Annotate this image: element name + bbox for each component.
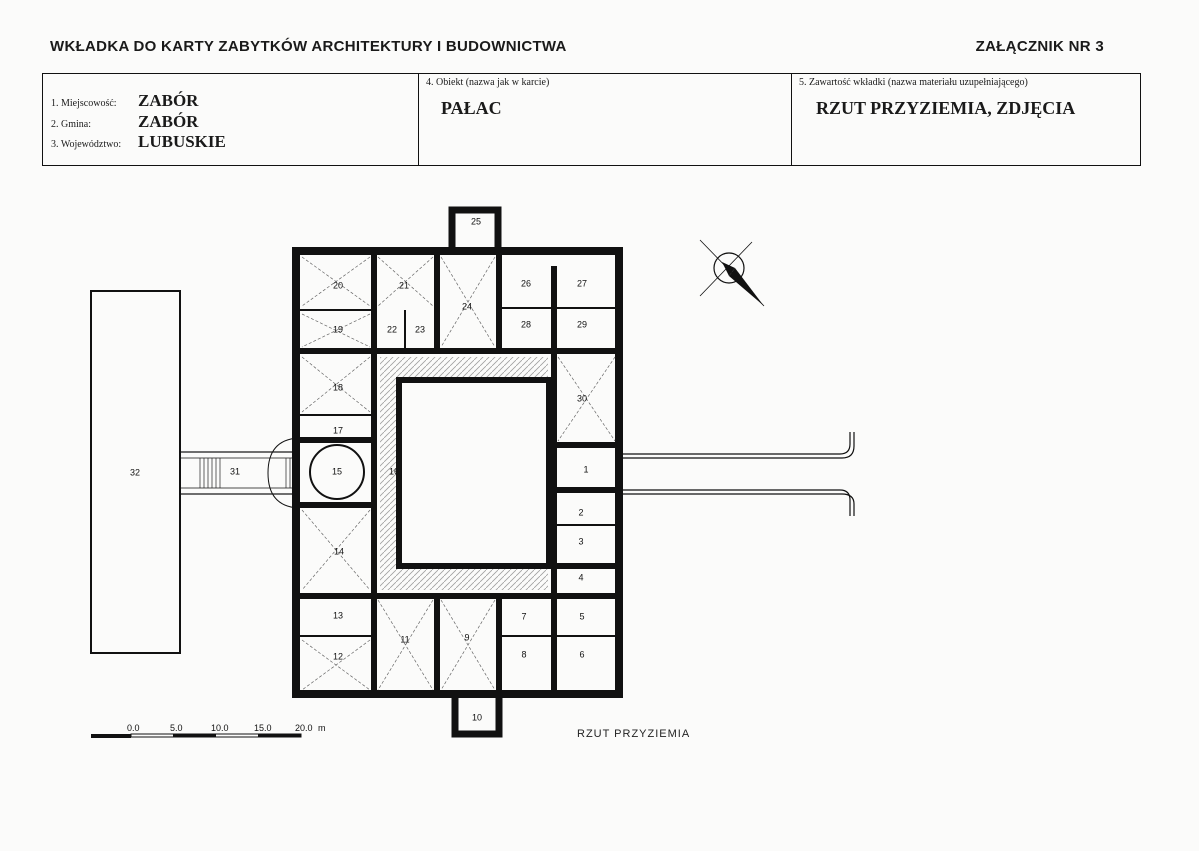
svg-text:10.0: 10.0	[211, 723, 229, 733]
svg-text:11: 11	[400, 634, 409, 644]
east-paths	[616, 432, 855, 516]
plan-caption: RZUT PRZYZIEMIA	[577, 728, 690, 740]
commune-label: 2. Gmina:	[51, 119, 91, 130]
location-cell: 1. Miejscowość: ZABÓR 2. Gmina: ZABÓR 3.…	[43, 74, 419, 165]
svg-text:21: 21	[399, 280, 409, 290]
svg-text:25: 25	[471, 216, 481, 226]
svg-text:27: 27	[577, 278, 587, 288]
svg-text:3: 3	[578, 536, 583, 546]
svg-text:15.0: 15.0	[254, 723, 272, 733]
svg-text:18: 18	[333, 382, 343, 392]
svg-text:9: 9	[464, 632, 469, 642]
svg-text:0.0: 0.0	[127, 723, 140, 733]
svg-text:4: 4	[578, 572, 583, 582]
card-title: WKŁADKA DO KARTY ZABYTKÓW ARCHITEKTURY I…	[50, 38, 567, 55]
svg-text:5.0: 5.0	[170, 723, 183, 733]
svg-text:28: 28	[521, 319, 531, 329]
object-cell: 4. Obiekt (nazwa jak w karcie) PAŁAC	[419, 74, 792, 165]
locality-row: 1. Miejscowość: ZABÓR	[51, 91, 198, 111]
content-value: RZUT PRZYZIEMIA, ZDJĘCIA	[816, 98, 1076, 118]
svg-text:14: 14	[334, 546, 344, 556]
svg-text:10: 10	[472, 712, 482, 722]
object-value: PAŁAC	[441, 98, 502, 118]
svg-text:26: 26	[521, 278, 531, 288]
locality-value: ZABÓR	[138, 91, 199, 110]
svg-text:23: 23	[415, 324, 425, 334]
svg-text:22: 22	[387, 324, 397, 334]
svg-text:20: 20	[333, 280, 343, 290]
commune-value: ZABÓR	[138, 112, 199, 131]
svg-text:8: 8	[521, 649, 526, 659]
svg-text:1: 1	[583, 464, 588, 474]
svg-text:6: 6	[579, 649, 584, 659]
room-labels: 1 2 3 4 5 6 7 8 9 10 11 12 13 14 15 16 1…	[130, 216, 589, 722]
svg-text:31: 31	[230, 466, 240, 476]
svg-text:2: 2	[578, 507, 583, 517]
svg-text:5: 5	[579, 611, 584, 621]
rotunda-15	[309, 444, 365, 500]
palace-walls	[292, 206, 623, 738]
svg-text:13: 13	[333, 610, 343, 620]
commune-row: 2. Gmina: ZABÓR	[51, 112, 198, 132]
svg-text:17: 17	[333, 425, 343, 435]
info-table: 1. Miejscowość: ZABÓR 2. Gmina: ZABÓR 3.…	[42, 73, 1141, 166]
svg-text:12: 12	[333, 651, 343, 661]
north-arrow-icon	[699, 239, 765, 307]
svg-text:19: 19	[333, 324, 343, 334]
vaults	[301, 256, 616, 691]
svg-text:24: 24	[462, 301, 472, 311]
svg-text:29: 29	[577, 319, 587, 329]
voivodeship-row: 3. Województwo: LUBUSKIE	[51, 132, 226, 152]
scale-bar: 0.0 5.0 10.0 15.0 20.0 m	[91, 723, 326, 738]
svg-text:20.0: 20.0	[295, 723, 313, 733]
locality-label: 1. Miejscowość:	[51, 98, 117, 109]
svg-text:m: m	[318, 723, 326, 733]
content-label: 5. Zawartość wkładki (nazwa materiału uz…	[799, 77, 1028, 88]
object-label: 4. Obiekt (nazwa jak w karcie)	[426, 77, 550, 88]
content-cell: 5. Zawartość wkładki (nazwa materiału uz…	[792, 74, 1140, 165]
voivodeship-value: LUBUSKIE	[138, 132, 226, 151]
svg-text:30: 30	[577, 393, 587, 403]
svg-text:7: 7	[521, 611, 526, 621]
bridge-31	[179, 437, 299, 509]
voivodeship-label: 3. Województwo:	[51, 139, 122, 150]
svg-text:15: 15	[332, 466, 342, 476]
attachment-number: ZAŁĄCZNIK NR 3	[975, 38, 1104, 55]
svg-text:16: 16	[389, 466, 399, 476]
svg-text:32: 32	[130, 467, 140, 477]
